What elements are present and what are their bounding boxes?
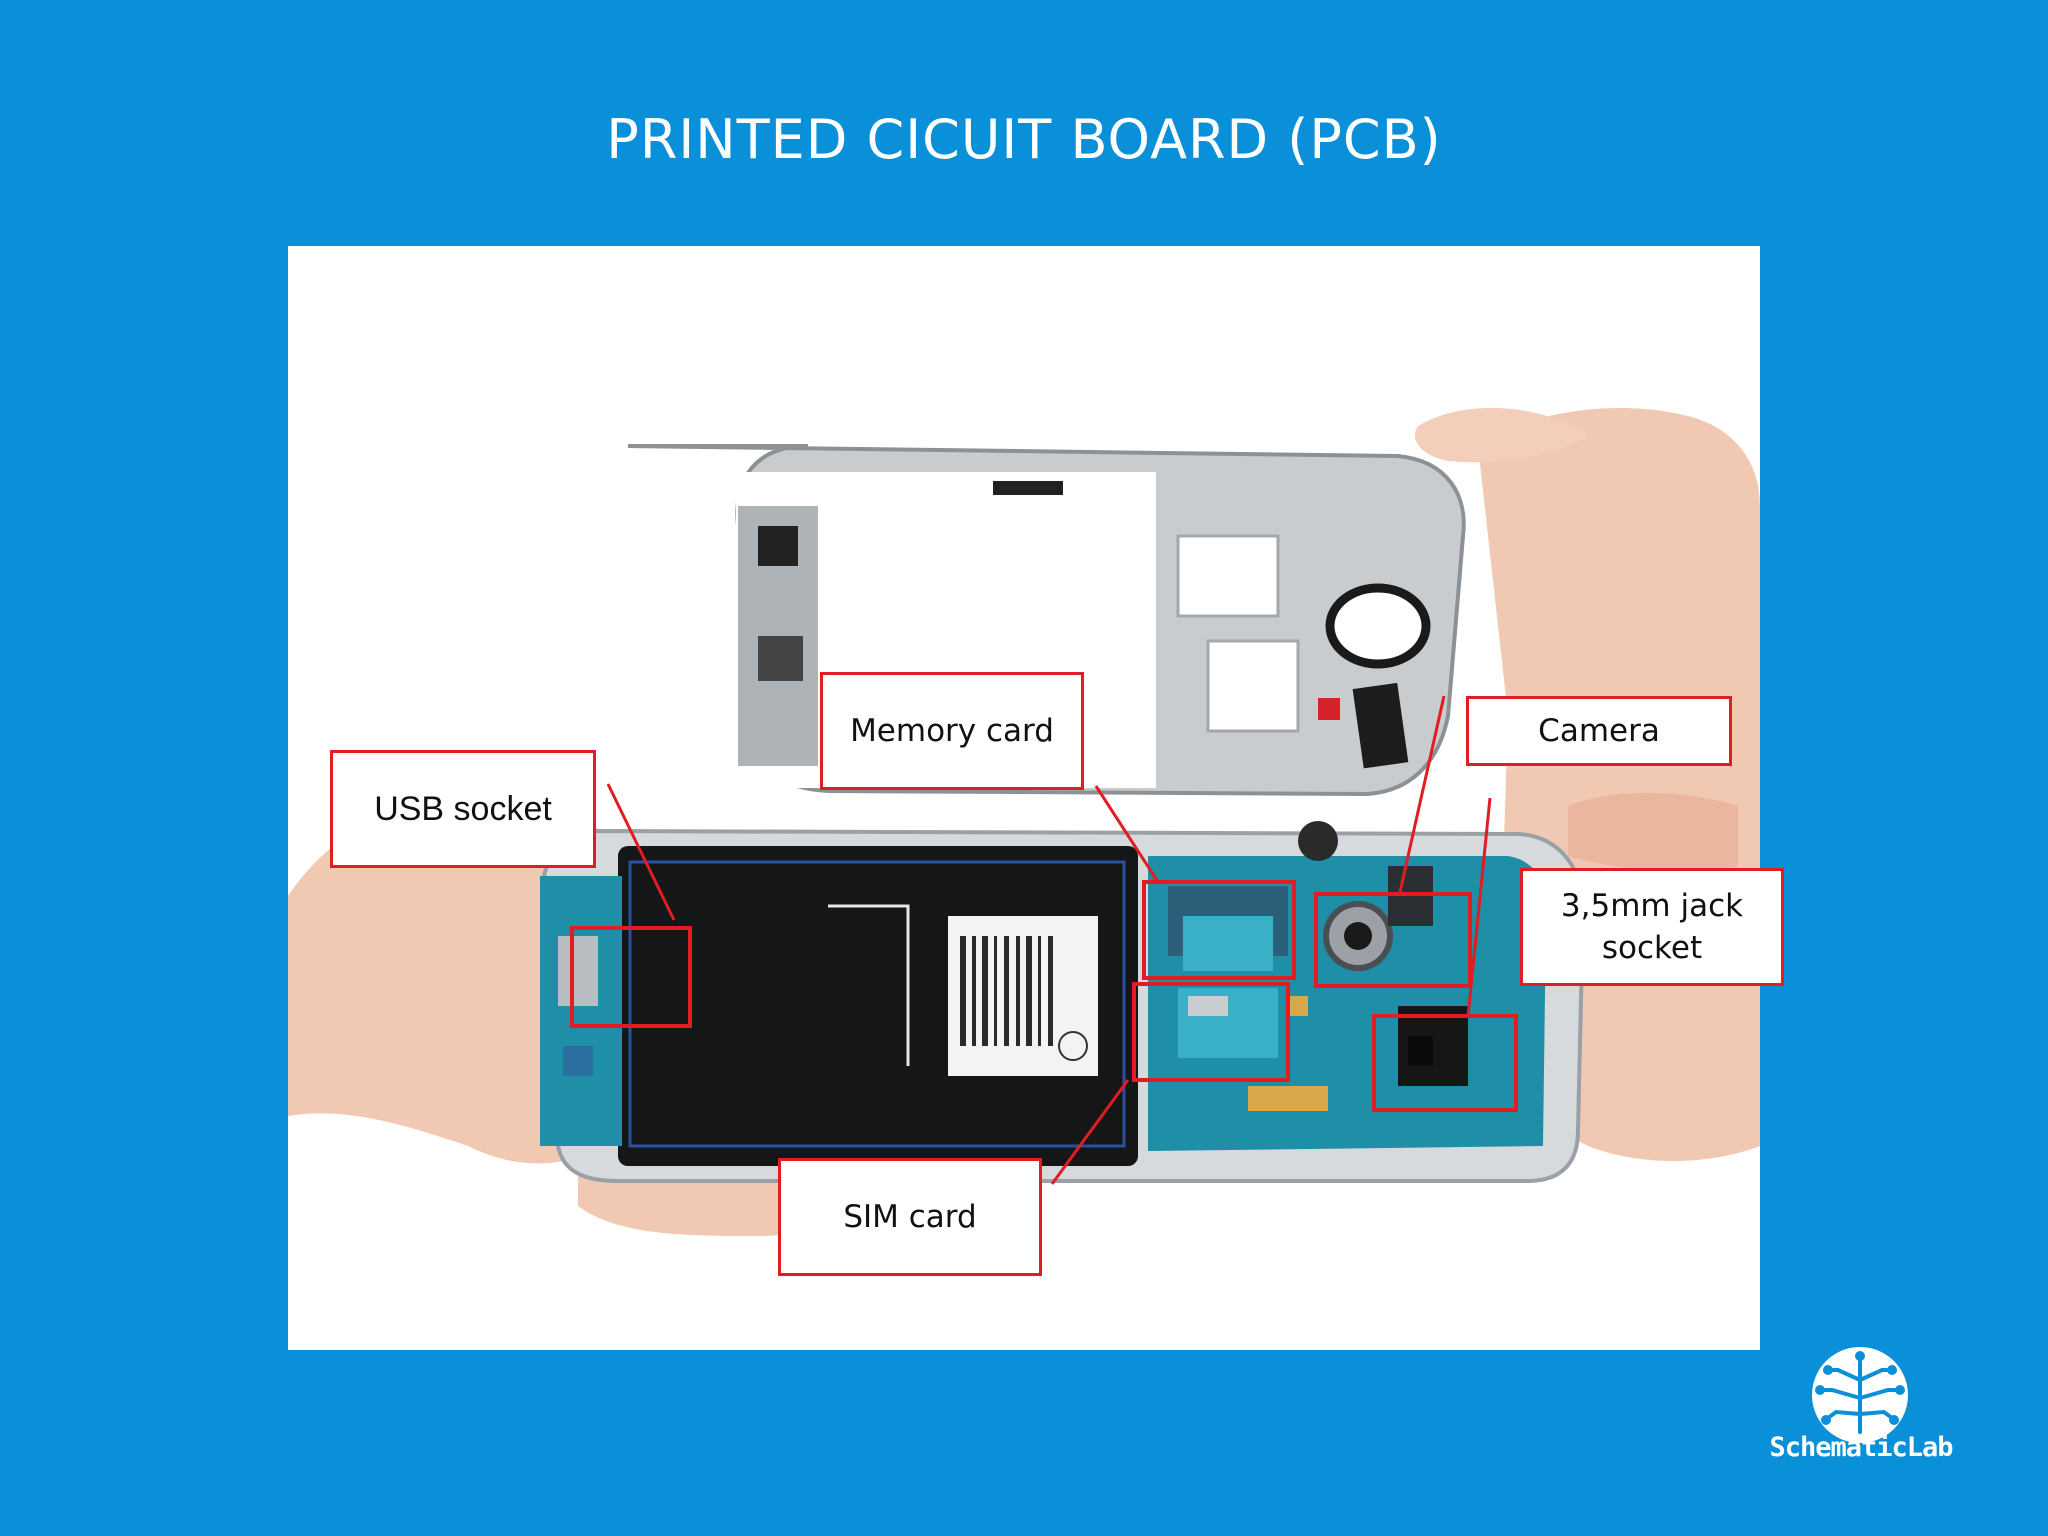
usb-board xyxy=(540,876,622,1146)
camera-highlight xyxy=(1314,892,1472,988)
logo-wordmark: SchematicLab xyxy=(1769,1432,1953,1463)
slide-title: PRINTED CICUIT BOARD (PCB) xyxy=(606,108,1442,171)
sim-highlight xyxy=(1132,982,1290,1082)
memory-card-callout: Memory card xyxy=(820,672,1084,790)
jack-socket-callout: 3,5mm jack socket xyxy=(1520,868,1784,986)
sim-leader xyxy=(1050,1079,1130,1185)
memory-highlight xyxy=(1142,880,1296,980)
jack-leader xyxy=(1466,797,1492,1017)
memory-card-label: Memory card xyxy=(850,713,1054,749)
battery-label xyxy=(948,916,1098,1076)
memory-leader xyxy=(1094,785,1160,883)
sim-card-callout: SIM card xyxy=(778,1158,1042,1276)
usb-leader xyxy=(606,783,676,921)
usb-highlight xyxy=(570,926,692,1028)
camera-callout: Camera xyxy=(1466,696,1732,766)
jack-socket-label-line1: 3,5mm jack xyxy=(1560,888,1744,924)
jack-socket-label-line2: socket xyxy=(1601,930,1703,966)
camera-opening xyxy=(1325,583,1431,669)
sim-card-label: SIM card xyxy=(843,1199,977,1235)
camera-leader xyxy=(1398,695,1446,893)
vibration-motor xyxy=(1298,821,1338,861)
jack-highlight xyxy=(1372,1014,1518,1112)
usb-socket-callout: USB socket xyxy=(330,750,596,868)
circuit-tree-icon xyxy=(1812,1347,1908,1443)
usb-socket-label: USB socket xyxy=(374,790,552,828)
camera-label: Camera xyxy=(1538,713,1660,749)
